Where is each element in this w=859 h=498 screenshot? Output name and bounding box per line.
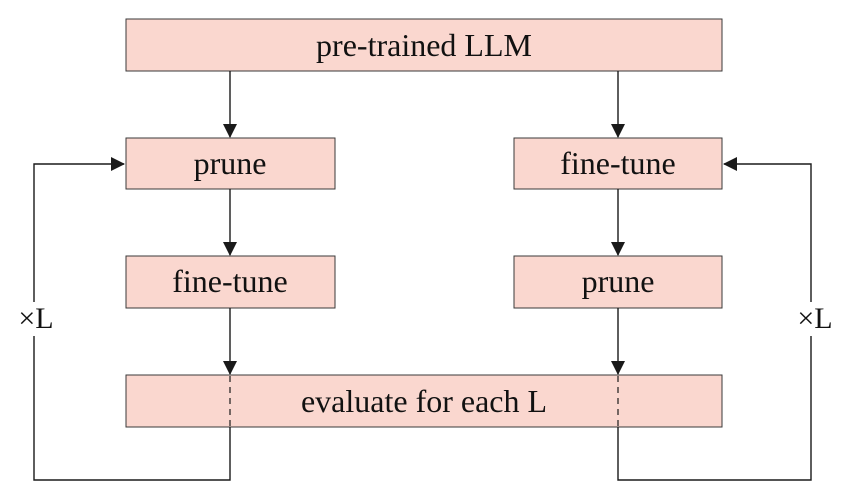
left-loop-label-bg	[14, 302, 56, 336]
node-evaluate: evaluate for each L	[125, 374, 723, 428]
node-right-prune-label: prune	[582, 263, 655, 299]
node-left-prune: prune	[125, 137, 336, 190]
node-right-prune: prune	[513, 255, 723, 309]
right-loop-arrow	[617, 157, 812, 481]
node-left-prune-label: prune	[194, 145, 267, 181]
node-left-finetune-label: fine-tune	[172, 263, 288, 299]
node-right-finetune-label: fine-tune	[560, 145, 676, 181]
right-loop-label-bg	[792, 302, 836, 336]
right-loop-label: ×L	[797, 302, 832, 335]
node-evaluate-label: evaluate for each L	[301, 383, 547, 419]
left-loop-arrow	[33, 157, 231, 481]
node-pretrained-llm: pre-trained LLM	[125, 18, 723, 72]
left-loop-label: ×L	[18, 302, 53, 335]
node-pretrained-llm-label: pre-trained LLM	[316, 27, 532, 63]
node-right-finetune: fine-tune	[513, 137, 723, 190]
node-left-finetune: fine-tune	[125, 255, 336, 309]
